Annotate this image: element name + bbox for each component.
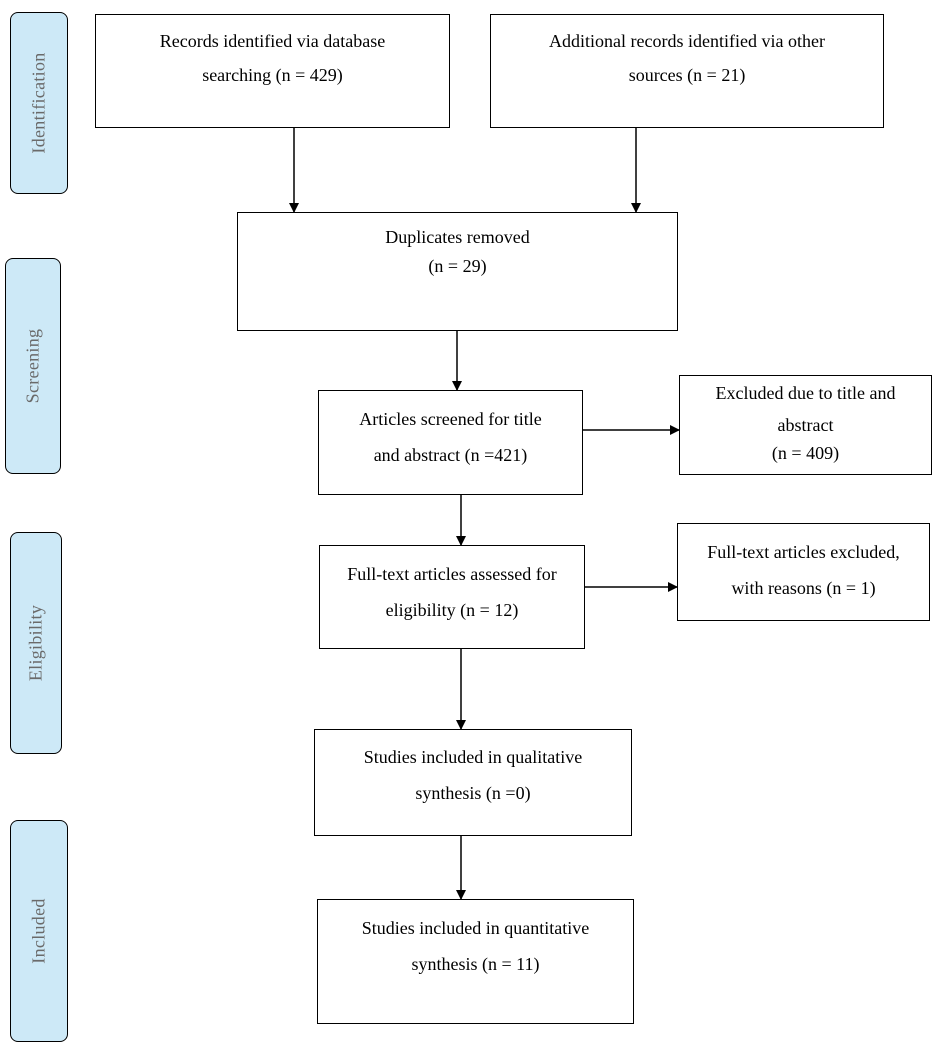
stage-identification-label: Identification [28,52,49,154]
box-qualitative-synthesis: Studies included in qualitative synthesi… [314,729,632,836]
box-duplicates-removed-line1: Duplicates removed [385,227,530,247]
box-qualitative-synthesis-line1: Studies included in qualitative [363,747,583,767]
box-excluded-title-abstract-line2: abstract [777,415,834,435]
stage-screening: Screening [5,258,61,474]
box-other-records-line2: sources (n = 21) [628,65,746,85]
box-fulltext-assessed-line2: eligibility (n = 12) [385,600,519,620]
box-database-records-line1: Records identified via database [159,31,386,51]
box-articles-screened: Articles screened for title and abstract… [318,390,583,495]
stage-eligibility-label: Eligibility [25,604,46,682]
box-excluded-title-abstract: Excluded due to title and abstract (n = … [679,375,932,475]
box-qualitative-synthesis-line2: synthesis (n =0) [415,783,531,803]
box-fulltext-assessed: Full-text articles assessed for eligibil… [319,545,585,649]
stage-included: Included [10,820,68,1042]
stage-screening-label: Screening [22,328,43,404]
box-articles-screened-line1: Articles screened for title [359,409,542,429]
box-fulltext-excluded: Full-text articles excluded, with reason… [677,523,930,621]
box-database-records: Records identified via database searchin… [95,14,450,128]
box-fulltext-assessed-line1: Full-text articles assessed for [347,564,557,584]
box-excluded-title-abstract-line3: (n = 409) [771,443,840,463]
box-quantitative-synthesis: Studies included in quantitative synthes… [317,899,634,1024]
box-other-records: Additional records identified via other … [490,14,884,128]
box-duplicates-removed-line2: (n = 29) [428,256,487,276]
box-quantitative-synthesis-line1: Studies included in quantitative [361,918,590,938]
box-database-records-line2: searching (n = 429) [202,65,343,85]
box-excluded-title-abstract-line1: Excluded due to title and [715,383,896,403]
box-quantitative-synthesis-line2: synthesis (n = 11) [411,954,540,974]
box-duplicates-removed: Duplicates removed (n = 29) [237,212,678,331]
box-fulltext-excluded-line2: with reasons (n = 1) [731,578,876,598]
box-other-records-line1: Additional records identified via other [549,31,825,51]
stage-eligibility: Eligibility [10,532,62,754]
stage-included-label: Included [28,898,49,964]
box-articles-screened-line2: and abstract (n =421) [373,445,528,465]
box-fulltext-excluded-line1: Full-text articles excluded, [707,542,900,562]
stage-identification: Identification [10,12,68,194]
